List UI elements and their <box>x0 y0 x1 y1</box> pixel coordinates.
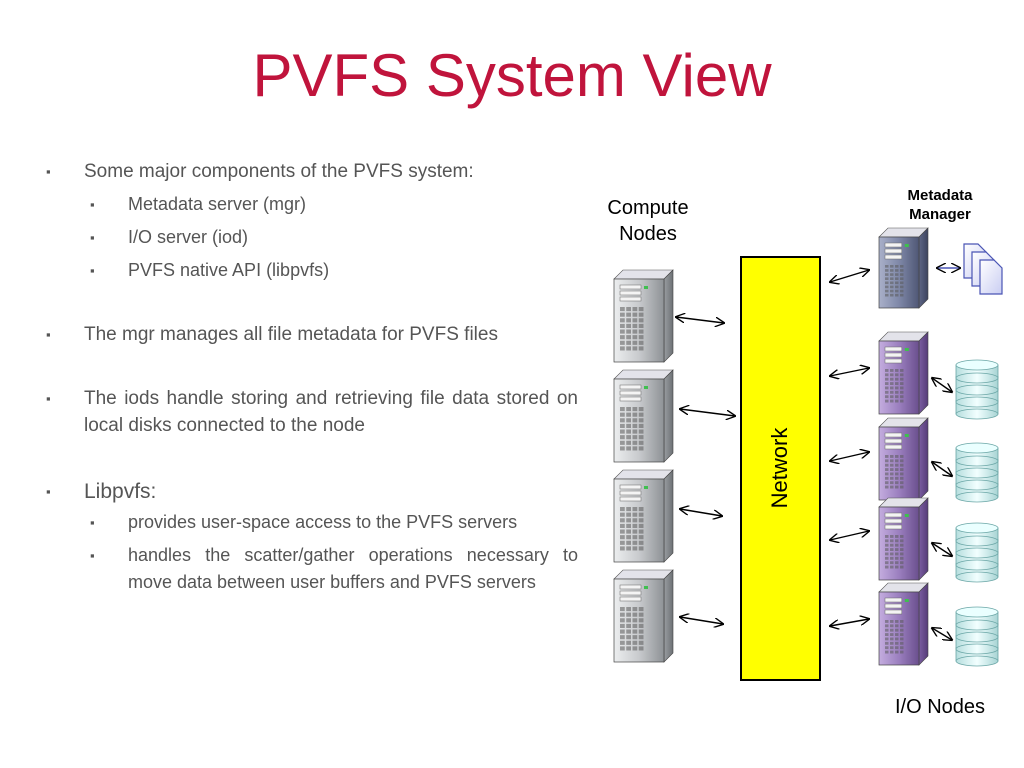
io-nodes-label: I/O Nodes <box>894 696 986 718</box>
compute-network-arrow <box>676 317 724 323</box>
bullet-iod-description: The iods handle storing and retrieving f… <box>46 385 578 439</box>
io-disk-arrow <box>932 543 952 556</box>
io-disk-arrow <box>932 378 952 392</box>
sub-bullet-libpvfs: PVFS native API (libpvfs) <box>46 257 578 284</box>
compute-nodes-label: Compute Nodes <box>607 197 689 245</box>
disk-stack-icon <box>955 522 999 583</box>
io-server-icon <box>878 497 929 581</box>
bullet-list: Some major components of the PVFS system… <box>46 158 578 596</box>
metadata-manager-label: Metadata Manager <box>907 187 973 223</box>
disk-stack-icon <box>955 359 999 420</box>
compute-network-arrow <box>680 509 722 516</box>
io-nodes <box>878 331 929 666</box>
compute-nodes <box>613 269 674 663</box>
compute-server-icon <box>613 369 674 463</box>
network-io-arrow <box>830 452 869 461</box>
storage-disks <box>955 359 999 667</box>
connection-arrows <box>676 268 960 640</box>
metadata-manager-node <box>878 227 929 309</box>
io-disk-arrow <box>932 628 952 640</box>
metadata-documents-icon <box>963 243 1003 295</box>
network-metadata-arrow <box>830 270 869 282</box>
metadata-server-icon <box>878 227 929 309</box>
sub-bullet-mgr: Metadata server (mgr) <box>46 191 578 218</box>
disk-stack-icon <box>955 606 999 667</box>
network-label: Network <box>767 427 792 509</box>
bullet-libpvfs: Libpvfs: <box>46 478 578 505</box>
network-io-arrow <box>830 368 869 376</box>
bullet-mgr-description: The mgr manages all file metadata for PV… <box>46 321 578 348</box>
bullet-components: Some major components of the PVFS system… <box>46 158 578 185</box>
sub-bullet-user-space: provides user-space access to the PVFS s… <box>46 509 578 536</box>
compute-network-arrow <box>680 409 735 416</box>
compute-server-icon <box>613 569 674 663</box>
disk-stack-icon <box>955 442 999 503</box>
io-server-icon <box>878 331 929 415</box>
network-bar <box>740 256 821 681</box>
slide-title: PVFS System View <box>252 42 772 109</box>
compute-server-icon <box>613 469 674 563</box>
sub-bullet-iod: I/O server (iod) <box>46 224 578 251</box>
compute-network-arrow <box>680 617 723 624</box>
io-server-icon <box>878 417 929 501</box>
network-io-arrow <box>830 531 869 540</box>
compute-server-icon <box>613 269 674 363</box>
sub-bullet-scatter-gather: handles the scatter/gather operations ne… <box>46 542 578 596</box>
io-disk-arrow <box>932 462 952 476</box>
network-io-arrow <box>830 619 869 626</box>
document-icon <box>979 259 1003 295</box>
io-server-icon <box>878 582 929 666</box>
